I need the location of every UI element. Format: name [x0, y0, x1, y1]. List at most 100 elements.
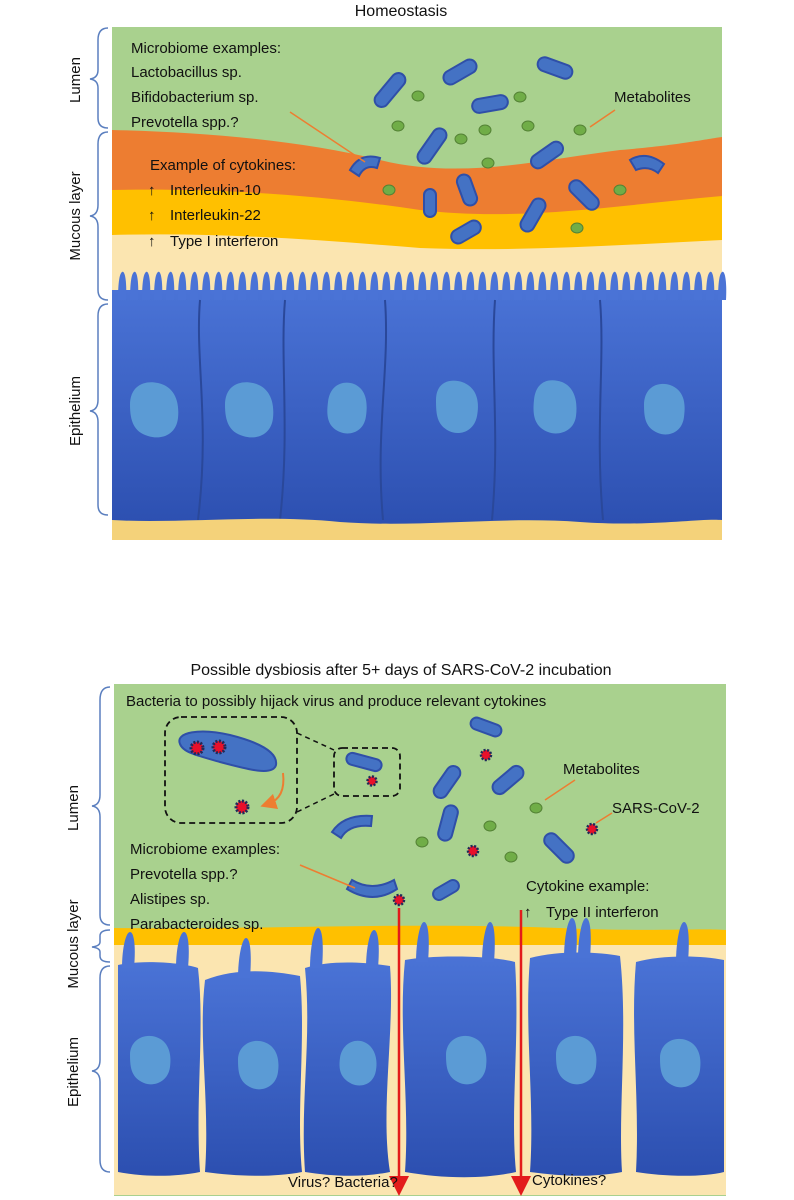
up-arrow-icon: ↑	[148, 233, 156, 250]
nucleus	[339, 1040, 377, 1086]
panel-title: Possible dysbiosis after 5+ days of SARS…	[190, 662, 611, 679]
side-label-mucous: Mucous layer	[67, 171, 84, 260]
villus	[482, 922, 495, 962]
brace-epithelium	[89, 303, 109, 516]
side-braces	[91, 686, 111, 1173]
microvillus	[586, 271, 595, 300]
virus-particle	[366, 775, 378, 787]
microvillus	[250, 271, 259, 300]
metabolite	[529, 802, 543, 814]
microvillus	[466, 271, 475, 300]
side-label-lumen: Lumen	[67, 57, 84, 103]
microvillus	[622, 271, 631, 300]
villus	[366, 930, 379, 968]
microvillus	[526, 271, 535, 300]
side-braces	[89, 27, 109, 516]
metabolites-dots	[382, 90, 627, 234]
microbiome-item: Lactobacillus sp.	[131, 64, 242, 81]
microvillus	[190, 271, 199, 300]
up-arrow-icon: ↑	[148, 182, 156, 199]
zoom-source-box	[333, 747, 401, 797]
cytokine-item: Interleukin-22	[170, 207, 261, 224]
bacterium	[543, 832, 575, 864]
cytokine-item: Interleukin-10	[170, 182, 261, 199]
metabolite	[504, 851, 518, 863]
microvillus	[382, 271, 391, 300]
microvillus	[670, 271, 679, 300]
bacterium	[455, 173, 479, 207]
metabolite	[391, 120, 405, 132]
microvillus	[238, 271, 247, 300]
microvillus	[442, 271, 451, 300]
microvillus	[262, 271, 271, 300]
microvillus	[418, 271, 427, 300]
metabolites-leader-line	[589, 109, 616, 128]
enlarged-bacterium	[178, 730, 278, 772]
metabolite	[415, 836, 429, 848]
microvillus	[142, 271, 151, 300]
bacterium	[471, 94, 509, 114]
cell-borders	[197, 299, 604, 521]
villus	[578, 918, 591, 958]
cytokine-heading: Example of cytokines:	[150, 157, 296, 174]
zoom-connector	[296, 732, 335, 751]
bacterium	[442, 58, 478, 86]
microvilli	[118, 271, 727, 300]
microvillus	[322, 271, 331, 300]
metabolites-leader-line	[544, 779, 576, 801]
brace-mucus	[89, 131, 109, 301]
villus	[564, 918, 577, 958]
microvillus	[154, 271, 163, 300]
side-label-mucous: Mucous layer	[65, 899, 82, 988]
virus-particle	[392, 893, 406, 907]
brace-mucus	[91, 929, 111, 963]
microvillus	[550, 271, 559, 300]
metabolites-label: Metabolites	[563, 761, 640, 778]
up-arrow-icon: ↑	[148, 207, 156, 224]
microvillus	[178, 271, 187, 300]
panel-title: Homeostasis	[355, 3, 447, 20]
microvillus	[454, 271, 463, 300]
bacterium	[491, 764, 525, 796]
microbiome-item: Parabacteroides sp.	[130, 916, 263, 933]
metabolite	[513, 91, 527, 103]
metabolite	[483, 820, 497, 832]
virus-particle	[466, 844, 480, 858]
microvillus	[514, 271, 523, 300]
microbiome-item: Prevotella spp.?	[131, 114, 239, 131]
virus-particle	[211, 739, 227, 755]
microvillus	[658, 271, 667, 300]
nuclei	[130, 380, 685, 438]
brace-epithelium	[91, 965, 111, 1173]
microvillus	[610, 271, 619, 300]
brace-lumen	[89, 27, 109, 129]
hijack-note: Bacteria to possibly hijack virus and pr…	[126, 693, 546, 710]
microvillus	[598, 271, 607, 300]
microbiome-item: Alistipes sp.	[130, 891, 210, 908]
nucleus	[533, 380, 577, 434]
villus	[176, 932, 189, 968]
metabolite	[521, 120, 535, 132]
up-arrow-icon: ↑	[524, 904, 532, 921]
bacteria-group	[330, 716, 575, 901]
nucleus	[644, 383, 685, 435]
microvillus	[430, 271, 439, 300]
brace-lumen	[91, 686, 111, 926]
bacterium	[437, 804, 459, 842]
microvillus	[346, 271, 355, 300]
microvillus	[310, 271, 319, 300]
bacterium	[330, 814, 374, 840]
metabolite	[478, 124, 492, 136]
nucleus	[225, 382, 274, 438]
virus-label: SARS-CoV-2	[612, 800, 700, 817]
microbiome-item: Prevotella spp.?	[130, 866, 238, 883]
virus-particle	[479, 748, 493, 762]
villus	[238, 938, 251, 978]
nuclei	[130, 1035, 701, 1090]
microvillus	[394, 271, 403, 300]
cytokine-item: Type I interferon	[170, 233, 278, 250]
microvillus	[538, 271, 547, 300]
microvillus	[574, 271, 583, 300]
microvillus	[274, 271, 283, 300]
